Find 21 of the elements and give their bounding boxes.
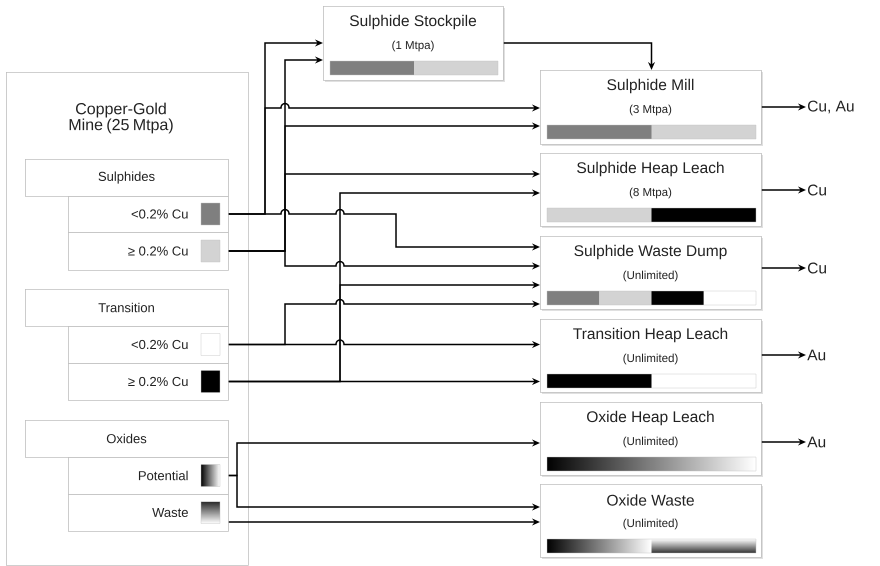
category-header: Transition [25, 289, 229, 327]
grade-row: <0.2% Cu [68, 326, 229, 364]
process-box: Oxide Heap Leach (Unlimited) [540, 402, 763, 477]
process-box: Sulphide Mill (3 Mtpa) [540, 70, 763, 146]
category-header: Sulphides [25, 159, 229, 197]
grade-row: ≥ 0.2% Cu [68, 232, 229, 271]
output-label: Cu, Au [808, 100, 854, 114]
process-box: Sulphide Heap Leach (8 Mtpa) [540, 153, 763, 228]
grade-row: Potential [68, 457, 229, 495]
grade-row: <0.2% Cu [68, 196, 229, 233]
process-box: Transition Heap Leach (Unlimited) [540, 319, 763, 394]
output-label: Cu [808, 184, 826, 196]
process-box: Sulphide Waste Dump (Unlimited) [540, 236, 763, 311]
output-label: Au [807, 350, 826, 360]
output-label: Au [807, 436, 826, 448]
grade-row: ≥ 0.2% Cu [68, 363, 229, 401]
process-box: Oxide Waste (Unlimited) [540, 484, 763, 559]
category-header: Oxides [25, 420, 229, 458]
grade-row: Waste [68, 494, 229, 532]
output-label: Cu [808, 262, 826, 274]
process-box: Sulphide Stockpile (1 Mtpa) [323, 6, 505, 82]
